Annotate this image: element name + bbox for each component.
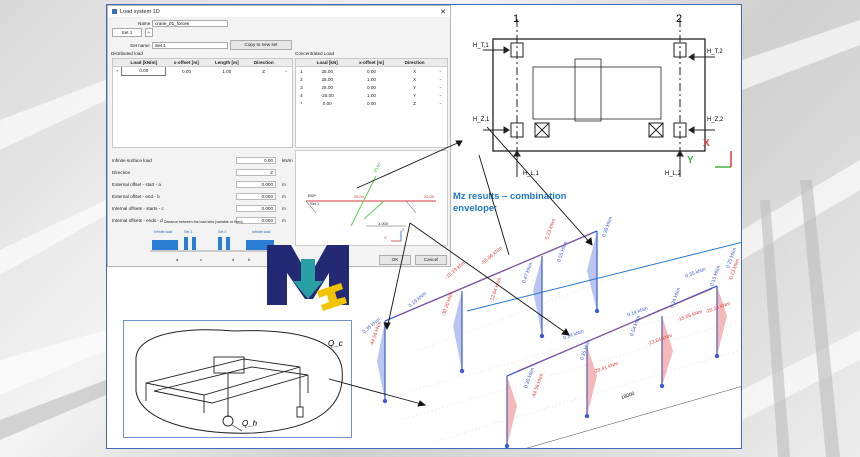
concentrated-load-title: Concentrated Load <box>295 51 335 56</box>
set-name-input[interactable] <box>152 42 228 49</box>
scheme-caption: Distance between the load sets (variable… <box>164 220 243 224</box>
crane-drawing-panel: Q_c Q_h <box>123 320 352 438</box>
dist-col-offset: x-offset [m] <box>165 59 208 67</box>
conc-col-load: Load [kN] <box>306 59 348 67</box>
qh-label: Q_h <box>242 419 258 428</box>
dist-col-direction: Direction <box>246 59 281 67</box>
scheme-bars <box>150 237 276 252</box>
add-set-button[interactable]: + <box>145 28 153 37</box>
close-icon[interactable]: ✕ <box>440 8 446 16</box>
dist-col-marker <box>113 59 122 67</box>
chevron-down-icon[interactable]: ⌄ <box>438 92 443 97</box>
copy-to-new-set-button[interactable]: Copy to new set <box>230 40 292 50</box>
name-label: Name <box>138 21 151 26</box>
dist-col-load: Load [kN/m] <box>121 59 166 67</box>
dist-load-cell[interactable]: 0.00 <box>121 66 167 76</box>
product-logo-icon <box>267 245 349 311</box>
dialog-titlebar: Load system 1D ✕ <box>108 6 450 17</box>
chevron-down-icon[interactable]: ⌄ <box>438 68 443 73</box>
distributed-load-table: Load [kN/m] x-offset [m] Length [m] Dire… <box>112 58 293 148</box>
axis-2-label: 2 <box>676 13 683 25</box>
set-name-label: Set name <box>130 43 150 48</box>
force-ht2: H_T,2 <box>707 49 723 55</box>
force-hz1: H_Z,1 <box>473 117 490 123</box>
conc-col-direction: Direction <box>395 59 435 67</box>
force-ht1: H_T,1 <box>473 43 489 49</box>
crane-plan-diagram <box>483 19 732 177</box>
qc-label: Q_c <box>328 339 343 348</box>
chevron-down-icon[interactable]: ⌄ <box>438 100 443 105</box>
dist-col-length: Length [m] <box>207 59 247 67</box>
name-input[interactable] <box>152 20 228 27</box>
force-hl2: H_L,2 <box>665 171 682 177</box>
distributed-load-title: Distributed load <box>111 51 143 56</box>
plan-axis-x: X <box>703 138 710 149</box>
crane-drawing <box>135 329 343 434</box>
table-row[interactable]: * 0.00 0.00 1.00 Z ⌄ <box>113 66 292 76</box>
force-hz2: H_Z,2 <box>707 117 724 123</box>
chevron-down-icon[interactable]: ⌄ <box>438 84 443 89</box>
chevron-down-icon[interactable]: ⌄ <box>438 76 443 81</box>
dialog-title: Load system 1D <box>120 8 160 15</box>
collage-card: Load system 1D ✕ Name Set 1 + Set name C… <box>106 4 742 449</box>
tab-set-1[interactable]: Set 1 <box>112 28 142 37</box>
plan-axis-y: Y <box>687 155 694 166</box>
conc-col-offset: x-offset [m] <box>347 59 396 67</box>
preview-axis-x: X <box>384 235 387 240</box>
app-icon <box>112 9 117 14</box>
load-scheme: Distance between the load sets (variable… <box>148 220 278 264</box>
chevron-down-icon[interactable]: ⌄ <box>284 68 289 73</box>
axis-1-label: 1 <box>513 13 520 25</box>
force-hl1: H_L,1 <box>523 171 540 177</box>
load-system-dialog: Load system 1D ✕ Name Set 1 + Set name C… <box>107 5 451 267</box>
